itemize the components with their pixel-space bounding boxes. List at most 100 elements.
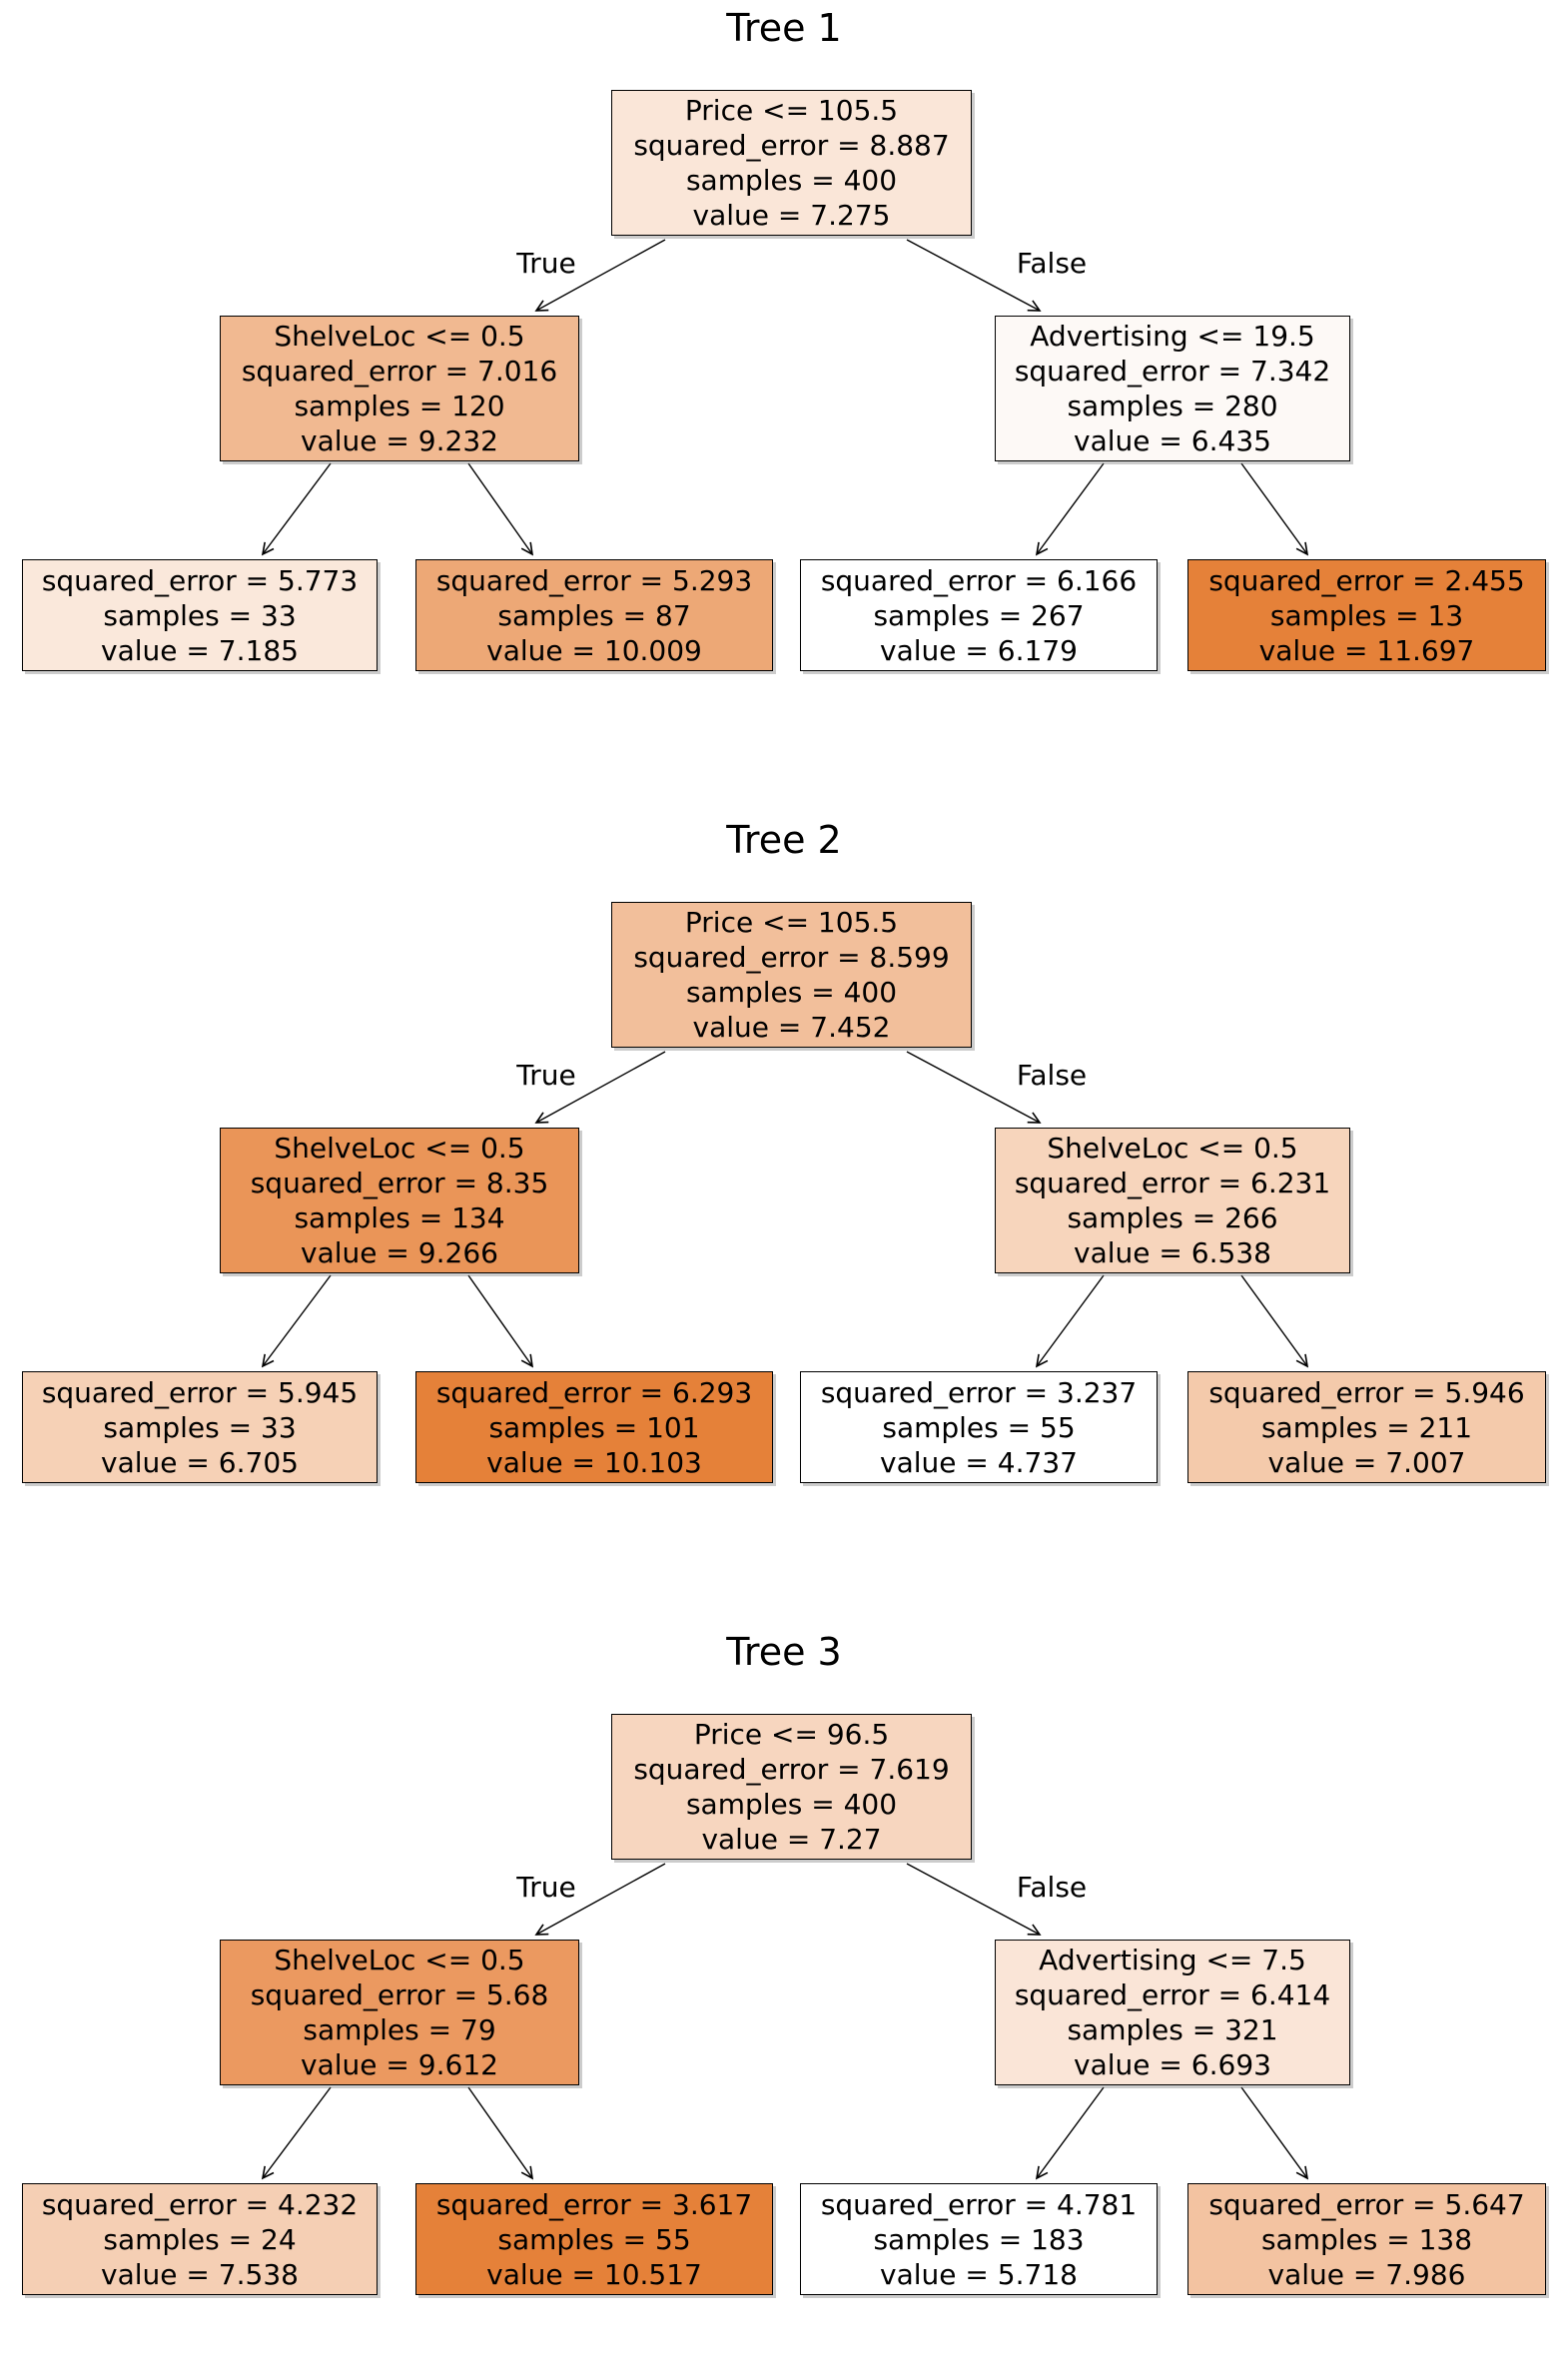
tree-2-right-decision-node: ShelveLoc <= 0.5 squared_error = 6.231 s… [995, 1128, 1350, 1273]
node-value: value = 4.737 [880, 1445, 1078, 1479]
split-condition: Advertising <= 7.5 [1039, 1944, 1306, 1976]
split-condition: ShelveLoc <= 0.5 [274, 1944, 525, 1976]
samples-count: samples = 211 [1260, 1410, 1473, 1444]
tree-3-leaf-node: squared_error = 4.781 samples = 183 valu… [800, 2183, 1158, 2295]
node-value: value = 9.266 [301, 1236, 498, 1269]
samples-count: samples = 24 [103, 2222, 297, 2256]
node-value: value = 11.697 [1258, 633, 1475, 667]
true-edge-label: True [516, 1059, 576, 1092]
false-edge-label: False [1016, 1871, 1088, 1904]
squared-error-value: squared_error = 3.617 [435, 2187, 753, 2221]
tree-3-panel: Tree 3 Price <= 96.5 squared_error = 7.6… [0, 1624, 1568, 2367]
samples-count: samples = 120 [294, 390, 505, 422]
samples-count: samples = 33 [103, 598, 297, 632]
tree-1-left-decision-node: ShelveLoc <= 0.5 squared_error = 7.016 s… [220, 316, 579, 461]
samples-count: samples = 266 [1067, 1201, 1278, 1234]
split-condition: ShelveLoc <= 0.5 [274, 320, 525, 353]
split-condition: ShelveLoc <= 0.5 [1047, 1132, 1298, 1165]
samples-count: samples = 101 [488, 1410, 700, 1444]
squared-error-value: squared_error = 3.237 [820, 1375, 1138, 1409]
tree-2-left-decision-node: ShelveLoc <= 0.5 squared_error = 8.35 sa… [220, 1128, 579, 1273]
tree-1-edges [261, 239, 1309, 556]
tree-1-panel: Tree 1 Price <= 105.5 squared_error = 8.… [0, 0, 1568, 789]
samples-count: samples = 280 [1067, 390, 1278, 422]
split-condition: Advertising <= 19.5 [1030, 320, 1315, 353]
squared-error-value: squared_error = 6.414 [1014, 1978, 1331, 2011]
squared-error-value: squared_error = 5.647 [1208, 2187, 1525, 2221]
split-condition: ShelveLoc <= 0.5 [274, 1132, 525, 1165]
tree-2-leaf-node: squared_error = 5.946 samples = 211 valu… [1187, 1371, 1546, 1483]
node-value: value = 7.27 [701, 1823, 882, 1856]
node-value: value = 7.452 [692, 1011, 891, 1044]
node-value: value = 7.986 [1267, 2257, 1466, 2291]
tree-3-left-decision-node: ShelveLoc <= 0.5 squared_error = 5.68 sa… [220, 1940, 579, 2085]
node-value: value = 6.538 [1074, 1236, 1271, 1269]
samples-count: samples = 134 [294, 1201, 505, 1234]
tree-3-edges [261, 1863, 1309, 2180]
squared-error-value: squared_error = 5.945 [41, 1375, 359, 1409]
samples-count: samples = 400 [685, 976, 898, 1009]
node-value: value = 9.232 [301, 424, 498, 457]
tree-1-leaf-node: squared_error = 2.455 samples = 13 value… [1187, 559, 1546, 671]
samples-count: samples = 55 [882, 1410, 1076, 1444]
squared-error-value: squared_error = 7.016 [241, 355, 558, 388]
split-condition: Price <= 96.5 [693, 1718, 890, 1751]
samples-count: samples = 13 [1269, 598, 1464, 632]
node-value: value = 7.007 [1267, 1445, 1466, 1479]
samples-count: samples = 183 [873, 2222, 1085, 2256]
samples-count: samples = 33 [103, 1410, 297, 1444]
squared-error-value: squared_error = 6.231 [1014, 1167, 1331, 1199]
tree-2-leaf-node: squared_error = 6.293 samples = 101 valu… [415, 1371, 773, 1483]
squared-error-value: squared_error = 8.35 [250, 1167, 549, 1199]
tree-2-leaf-node: squared_error = 3.237 samples = 55 value… [800, 1371, 1158, 1483]
tree-2-panel: Tree 2 Price <= 105.5 squared_error = 8.… [0, 812, 1568, 1601]
false-edge-label: False [1016, 247, 1088, 280]
node-value: value = 7.275 [692, 199, 891, 232]
samples-count: samples = 138 [1260, 2222, 1473, 2256]
node-value: value = 9.612 [301, 2048, 498, 2081]
true-edge-label: True [516, 247, 576, 280]
split-condition: Price <= 105.5 [684, 906, 899, 939]
node-value: value = 10.103 [486, 1445, 702, 1479]
squared-error-value: squared_error = 4.781 [820, 2187, 1138, 2221]
squared-error-value: squared_error = 2.455 [1208, 563, 1525, 597]
tree-3-right-decision-node: Advertising <= 7.5 squared_error = 6.414… [995, 1940, 1350, 2085]
node-value: value = 5.718 [880, 2257, 1078, 2291]
split-condition: Price <= 105.5 [684, 94, 899, 127]
squared-error-value: squared_error = 5.293 [435, 563, 753, 597]
tree-1-root-node: Price <= 105.5 squared_error = 8.887 sam… [611, 90, 972, 236]
tree-2-root-node: Price <= 105.5 squared_error = 8.599 sam… [611, 902, 972, 1048]
tree-1-title: Tree 1 [726, 6, 842, 50]
samples-count: samples = 87 [497, 598, 691, 632]
tree-3-leaf-node: squared_error = 3.617 samples = 55 value… [415, 2183, 773, 2295]
node-value: value = 10.517 [486, 2257, 702, 2291]
squared-error-value: squared_error = 8.599 [633, 941, 950, 974]
node-value: value = 6.179 [880, 633, 1078, 667]
samples-count: samples = 79 [303, 2013, 496, 2046]
node-value: value = 6.705 [101, 1445, 299, 1479]
tree-1-right-decision-node: Advertising <= 19.5 squared_error = 7.34… [995, 316, 1350, 461]
samples-count: samples = 400 [685, 164, 898, 197]
tree-2-title: Tree 2 [726, 818, 842, 862]
true-edge-label: True [516, 1871, 576, 1904]
node-value: value = 6.435 [1074, 424, 1271, 457]
false-edge-label: False [1016, 1059, 1088, 1092]
squared-error-value: squared_error = 5.68 [250, 1978, 549, 2011]
node-value: value = 6.693 [1074, 2048, 1271, 2081]
tree-1-leaf-node: squared_error = 5.293 samples = 87 value… [415, 559, 773, 671]
squared-error-value: squared_error = 7.619 [633, 1753, 950, 1786]
tree-3-leaf-node: squared_error = 4.232 samples = 24 value… [22, 2183, 378, 2295]
samples-count: samples = 400 [685, 1788, 898, 1821]
node-value: value = 7.538 [101, 2257, 299, 2291]
samples-count: samples = 321 [1067, 2013, 1278, 2046]
node-value: value = 7.185 [101, 633, 299, 667]
tree-3-root-node: Price <= 96.5 squared_error = 7.619 samp… [611, 1714, 972, 1860]
squared-error-value: squared_error = 6.293 [435, 1375, 753, 1409]
tree-2-leaf-node: squared_error = 5.945 samples = 33 value… [22, 1371, 378, 1483]
samples-count: samples = 55 [497, 2222, 691, 2256]
tree-3-leaf-node: squared_error = 5.647 samples = 138 valu… [1187, 2183, 1546, 2295]
samples-count: samples = 267 [873, 598, 1085, 632]
squared-error-value: squared_error = 6.166 [820, 563, 1138, 597]
